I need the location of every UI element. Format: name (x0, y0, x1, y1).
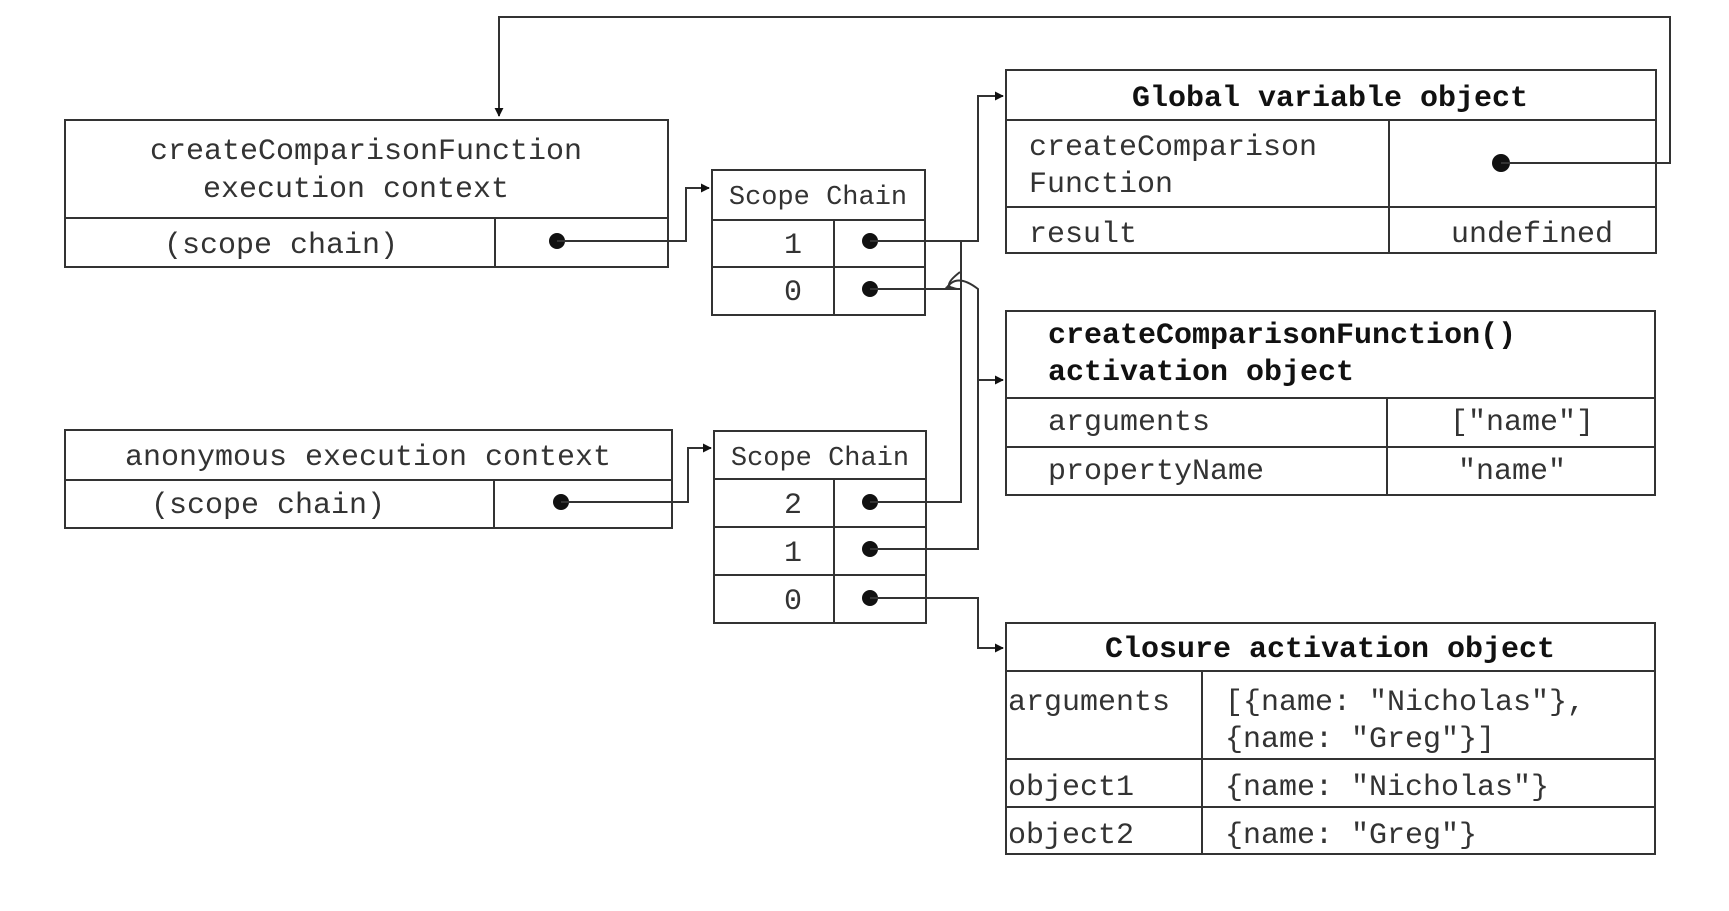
line-scope2-row2-to-global (870, 241, 962, 503)
scope-chain-2-row-2: 2 (784, 489, 802, 523)
line-scope2-row1-to-activation (870, 380, 979, 550)
activation-row-1-name: arguments (1048, 406, 1210, 440)
arrow-anon-context-to-scope-chain-2 (561, 443, 712, 503)
arrow-global-to-create-context (494, 16, 1671, 164)
activation-row-2-value: "name" (1458, 455, 1566, 489)
scope-chain-1-row-0: 0 (784, 276, 802, 310)
connectors (494, 16, 1671, 653)
create-context-scope-label: (scope chain) (164, 229, 398, 263)
activation-row-1-value: ["name"] (1450, 406, 1594, 440)
scope-chain-1-box (711, 169, 926, 316)
arrow-scope2-row0-to-closure (870, 597, 1004, 653)
closure-row-1-value-line1: [{name: "Nicholas"}, (1225, 686, 1585, 720)
global-row-1-name-line1: createComparison (1029, 131, 1317, 165)
arrow-scope1-row0-to-activation (870, 279, 1003, 381)
scope-chain-2-row-1: 1 (784, 537, 802, 571)
arrow-scope1-row1-to-global (870, 91, 1004, 242)
anon-context-title: anonymous execution context (125, 441, 611, 475)
create-comparison-activation-object: createComparisonFunction() activation ob… (1005, 310, 1656, 496)
anon-context-scope-label: (scope chain) (151, 489, 385, 523)
activation-row-2-name: propertyName (1048, 455, 1264, 489)
create-context-title-line2: execution context (203, 173, 509, 207)
closure-row-2-value: {name: "Nicholas"} (1225, 771, 1549, 805)
closure-row-2-name: object1 (1008, 771, 1134, 805)
scope-chain-2-row-0: 0 (784, 585, 802, 619)
arrow-create-context-to-scope-chain-1 (557, 183, 710, 242)
create-context-title-line1: createComparisonFunction (150, 135, 582, 169)
closure-object-box (1005, 622, 1656, 855)
scope-chain-1-row-1: 1 (784, 229, 802, 263)
create-comparison-execution-context: createComparisonFunction execution conte… (64, 119, 669, 268)
scope-chain-2-title: Scope Chain (731, 444, 909, 474)
activation-object-box (1005, 310, 1656, 496)
closure-object-title: Closure activation object (1105, 633, 1555, 667)
scope-chain-2: Scope Chain 2 1 0 (713, 430, 927, 624)
closure-row-1-value-line2: {name: "Greg"}] (1225, 723, 1495, 757)
anonymous-execution-context: anonymous execution context (scope chain… (64, 429, 673, 529)
create-context-box (64, 119, 669, 268)
closure-activation-object: Closure activation object arguments [{na… (1005, 622, 1656, 855)
closure-row-1-name: arguments (1008, 686, 1170, 720)
global-object-title: Global variable object (1132, 82, 1528, 116)
closure-row-3-name: object2 (1008, 819, 1134, 853)
global-row-2-value: undefined (1451, 218, 1613, 252)
global-row-1-name-line2: Function (1029, 168, 1173, 202)
activation-object-title-line2: activation object (1048, 356, 1354, 390)
scope-chain-1-title: Scope Chain (729, 183, 907, 213)
scope-chain-1: Scope Chain 1 0 (711, 169, 926, 316)
global-variable-object: Global variable object createComparison … (1005, 69, 1657, 254)
global-object-box (1005, 69, 1657, 254)
global-row-2-name: result (1029, 218, 1137, 252)
activation-object-title-line1: createComparisonFunction() (1048, 319, 1516, 353)
closure-row-3-value: {name: "Greg"} (1225, 819, 1477, 853)
